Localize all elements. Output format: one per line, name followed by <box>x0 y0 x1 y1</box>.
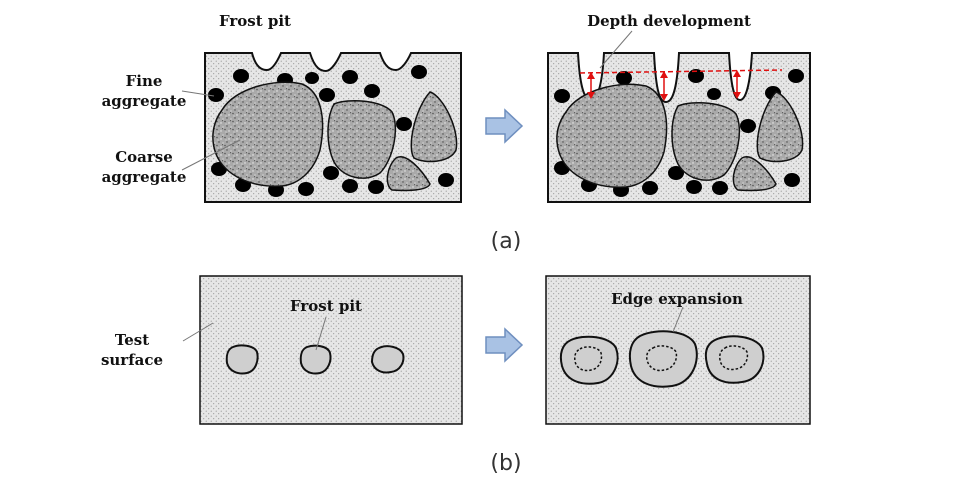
coarse-aggregate <box>386 156 431 192</box>
depth-development-label: Depth development <box>587 12 751 30</box>
leader-lines <box>182 316 327 351</box>
coarse-aggregate-group <box>556 83 804 192</box>
coarse-aggregate <box>327 99 397 179</box>
depth-arrowhead <box>587 92 595 99</box>
edge-leader-line <box>672 306 684 333</box>
fine-aggregate <box>788 69 804 83</box>
panel-a-left: Frost pit Fine aggregate Coarse aggregat… <box>102 12 462 203</box>
fine-aggregate <box>323 166 339 180</box>
depth-leader-line <box>599 30 633 69</box>
panel-b-right: Edge expansion <box>545 275 811 425</box>
expanded-frost-pit <box>559 335 619 385</box>
fine-aggregate <box>642 181 658 195</box>
frost-pit-label-b: Frost pit <box>290 297 362 315</box>
frost-pit-label-a: Frost pit <box>219 12 291 30</box>
test-surface-label-line2: surface <box>101 351 163 369</box>
fine-aggregate-label-line1: Fine <box>126 72 163 90</box>
test-surface-label-line1: Test <box>115 331 149 349</box>
fine-aggregate <box>554 89 570 103</box>
coarse-aggregate-group <box>212 81 458 192</box>
right-arrow-icon <box>485 327 524 363</box>
depth-arrowhead <box>587 72 595 79</box>
original-pit-outline <box>646 345 678 372</box>
frost-pit <box>225 344 259 375</box>
fine-aggregate <box>364 84 380 98</box>
depth-arrowhead <box>660 94 668 101</box>
coarse-aggregate <box>410 91 458 163</box>
caption-a: (a) <box>491 229 522 254</box>
fine-aggregate <box>707 88 721 100</box>
fine-aggregate-label-line2: aggregate <box>102 92 187 110</box>
fine-aggregate <box>740 119 756 133</box>
coarse-aggregate <box>732 156 777 192</box>
coarse-aggregate-label-line1: Coarse <box>115 148 173 166</box>
fine-aggregate <box>368 180 384 194</box>
original-pit-outline <box>574 346 603 372</box>
coarse-aggregate <box>556 83 668 188</box>
fine-aggregate <box>616 71 632 85</box>
fine-aggregate <box>668 166 684 180</box>
frost-pit <box>299 344 332 375</box>
fine-aggregate <box>396 117 412 131</box>
expanded-frost-pit <box>704 335 765 384</box>
fine-aggregate <box>688 69 704 83</box>
coarse-aggregate <box>756 91 804 163</box>
fine-aggregate <box>298 182 314 196</box>
edge-expansion-label: Edge expansion <box>611 290 743 308</box>
expanded-frost-pit <box>628 330 698 388</box>
fine-aggregate <box>342 179 358 193</box>
right-arrow-icon <box>485 108 524 144</box>
frost-pit-group <box>225 344 405 375</box>
fine-aggregate <box>712 181 728 195</box>
leader-lines <box>181 90 241 171</box>
original-pit-outline-group <box>574 345 749 372</box>
panel-b-left: Frost pit Test surface <box>101 275 463 425</box>
depth-arrowhead <box>733 92 741 99</box>
coarse-aggregate <box>671 101 741 181</box>
frost-pit <box>370 345 405 374</box>
expanded-pit-group <box>559 330 765 388</box>
fine-aggregate <box>233 69 249 83</box>
original-surface-line <box>579 69 783 74</box>
fine-aggregate <box>438 173 454 187</box>
fine-aggregate <box>411 65 427 79</box>
fine-aggregate <box>784 173 800 187</box>
fine-aggregate <box>342 70 358 84</box>
panel-a-right: Depth development <box>547 12 811 203</box>
fine-aggregate <box>305 72 319 84</box>
depth-arrowhead <box>660 71 668 78</box>
depth-arrowhead <box>733 70 741 77</box>
coarse-aggregate-label-line2: aggregate <box>102 168 187 186</box>
fine-aggregate <box>208 88 224 102</box>
fine-aggregate <box>686 180 702 194</box>
fine-aggregate <box>319 88 335 102</box>
caption-b: (b) <box>490 451 521 476</box>
coarse-aggregate <box>212 81 324 187</box>
depth-markers <box>579 69 783 101</box>
original-pit-outline <box>719 345 749 371</box>
